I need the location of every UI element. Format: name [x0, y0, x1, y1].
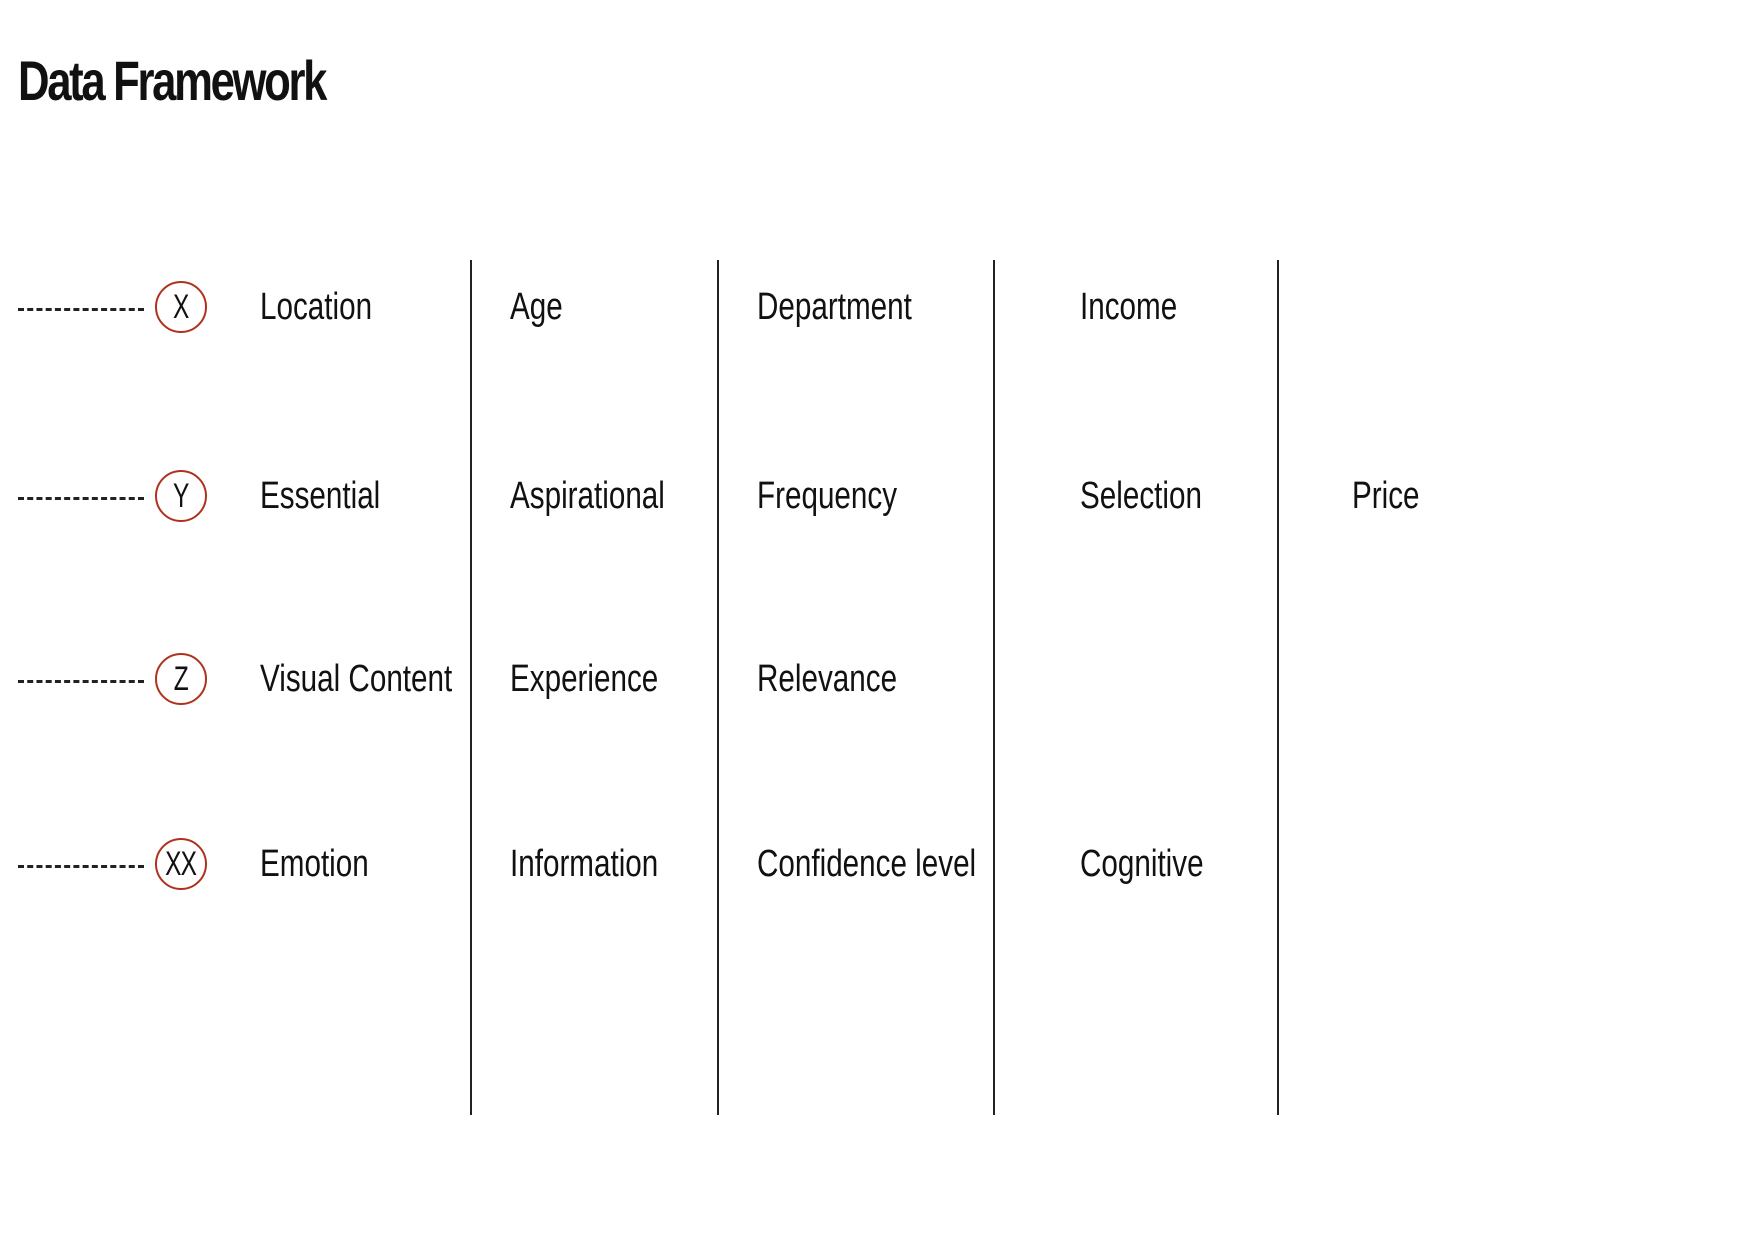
column-divider-2 — [717, 260, 719, 1115]
cell-col-5: Price — [1352, 475, 1420, 517]
dashed-connector — [18, 680, 144, 683]
cell-col-2: Experience — [510, 658, 659, 700]
row-marker-circle: X — [155, 281, 207, 333]
dashed-connector — [18, 308, 144, 311]
cell-col-2: Age — [510, 286, 563, 328]
row-marker-circle: XX — [155, 838, 207, 890]
row-marker-circle: Z — [155, 653, 207, 705]
framework-row-z: Z Visual Content Experience Relevance — [0, 651, 1754, 711]
column-divider-1 — [470, 260, 472, 1115]
cell-col-3: Frequency — [757, 475, 898, 517]
dashed-connector — [18, 865, 144, 868]
cell-col-1: Visual Content — [260, 658, 453, 700]
cell-col-2: Aspirational — [510, 475, 665, 517]
cell-col-3: Confidence level — [757, 843, 977, 885]
cell-col-3: Relevance — [757, 658, 898, 700]
row-marker-circle: Y — [155, 470, 207, 522]
framework-row-xx: XX Emotion Information Confidence level … — [0, 836, 1754, 896]
dashed-connector — [18, 497, 144, 500]
cell-col-3: Department — [757, 286, 912, 328]
column-divider-4 — [1277, 260, 1279, 1115]
cell-col-4: Selection — [1080, 475, 1202, 517]
cell-col-4: Cognitive — [1080, 843, 1204, 885]
cell-col-4: Income — [1080, 286, 1178, 328]
column-divider-3 — [993, 260, 995, 1115]
page-title: Data Framework — [18, 49, 327, 112]
cell-col-1: Essential — [260, 475, 381, 517]
cell-col-1: Location — [260, 286, 373, 328]
cell-col-1: Emotion — [260, 843, 369, 885]
cell-col-2: Information — [510, 843, 659, 885]
framework-row-x: X Location Age Department Income — [0, 279, 1754, 339]
framework-row-y: Y Essential Aspirational Frequency Selec… — [0, 468, 1754, 528]
